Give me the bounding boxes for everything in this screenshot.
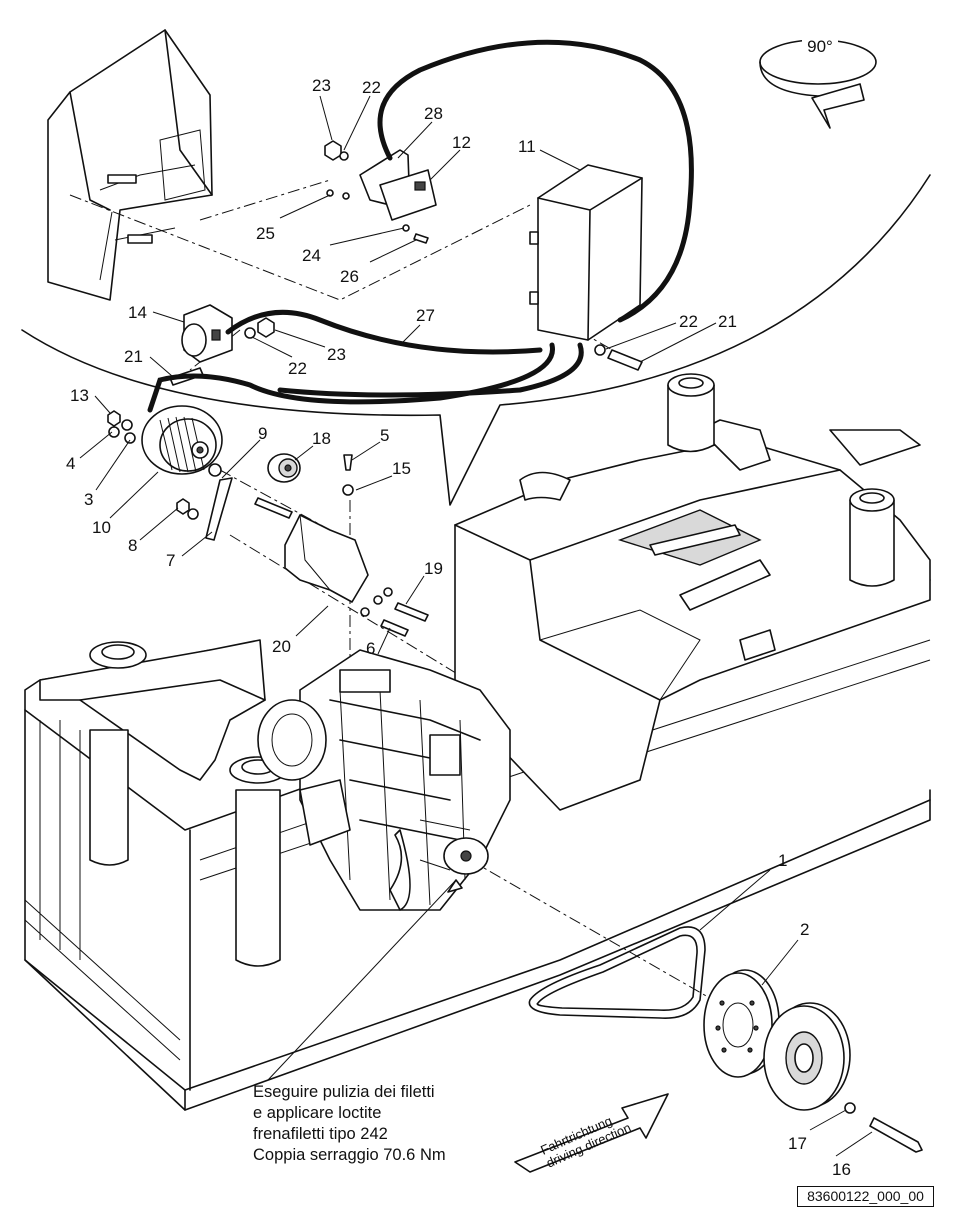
- callout-18: 18: [312, 429, 331, 448]
- note-line: Eseguire pulizia dei filetti: [253, 1083, 435, 1101]
- callout-20: 20: [272, 637, 291, 656]
- control-box: [529, 164, 643, 341]
- frame-cross-member: [39, 639, 281, 967]
- callout-2: 2: [800, 920, 809, 939]
- callout-1: 1: [778, 851, 787, 870]
- callout-9: 9: [258, 424, 267, 443]
- callout-7: 7: [166, 551, 175, 570]
- note-line: Coppia serraggio 70.6 Nm: [253, 1146, 446, 1164]
- drawing-reference-box: 83600122_000_00: [797, 1186, 934, 1207]
- cable-loop: [377, 39, 694, 323]
- drive-belt: [528, 926, 706, 1019]
- mounting-bracket: [359, 149, 437, 221]
- callout-22b: 22: [288, 359, 307, 378]
- washer-17: [844, 1102, 856, 1114]
- callout-21a: 21: [124, 347, 143, 366]
- engine-block: [257, 649, 511, 911]
- callout-13: 13: [70, 386, 89, 405]
- alternator: [141, 405, 223, 477]
- callout-23a: 23: [312, 76, 331, 95]
- cab-cover-panel: [47, 29, 213, 301]
- right-uprights: [667, 373, 921, 587]
- long-bolt: [254, 497, 293, 519]
- idler-pulley: [267, 453, 301, 483]
- note-line: frenafiletti tipo 242: [253, 1125, 388, 1143]
- callout-19: 19: [424, 559, 443, 578]
- callout-5: 5: [380, 426, 389, 445]
- detail-view-outline: [21, 174, 931, 506]
- callout-22c: 22: [679, 312, 698, 331]
- driving-direction-arrow: Fahrtrichtung driving direction: [514, 1093, 669, 1173]
- callout-28: 28: [424, 104, 443, 123]
- housing-pipes: [519, 471, 776, 661]
- vibration-damper: [763, 1002, 851, 1111]
- bolt-16: [869, 1117, 923, 1153]
- cable-secondary: [277, 342, 584, 398]
- callout-22a: 22: [362, 78, 381, 97]
- callout-27: 27: [416, 306, 435, 325]
- rotation-90-icon: 90°: [759, 36, 877, 129]
- bolt-5: [343, 454, 353, 471]
- callout-21b: 21: [718, 312, 737, 331]
- callout-25: 25: [256, 224, 275, 243]
- leader-lines: [79, 95, 873, 1157]
- callout-15: 15: [392, 459, 411, 478]
- assembly-note: Eseguire pulizia dei filetti e applicare…: [253, 1082, 446, 1166]
- rotation-label: 90°: [807, 37, 833, 56]
- crank-pulley: [703, 969, 780, 1078]
- cable-harness: [147, 309, 555, 413]
- callout-17: 17: [788, 1134, 807, 1153]
- callout-3: 3: [84, 490, 93, 509]
- socket-connector: [181, 304, 233, 363]
- note-line: e applicare loctite: [253, 1104, 382, 1122]
- bolts-6-19: [360, 587, 429, 637]
- callout-labels: 23 22 28 12 11 25 24 26 27 14 21 22 23 2…: [66, 76, 851, 1179]
- callout-14: 14: [128, 303, 147, 322]
- callout-26: 26: [340, 267, 359, 286]
- callout-16: 16: [832, 1160, 851, 1179]
- callout-24: 24: [302, 246, 321, 265]
- tensioner-strap: [205, 477, 233, 541]
- chassis-housing: [454, 419, 931, 811]
- alternator-bracket: [284, 514, 369, 603]
- alternator-washers: [107, 410, 199, 520]
- callout-23b: 23: [327, 345, 346, 364]
- callout-12: 12: [452, 133, 471, 152]
- callout-8: 8: [128, 536, 137, 555]
- callout-10: 10: [92, 518, 111, 537]
- callout-6: 6: [366, 639, 375, 658]
- callout-11: 11: [518, 137, 536, 156]
- callout-4: 4: [66, 454, 75, 473]
